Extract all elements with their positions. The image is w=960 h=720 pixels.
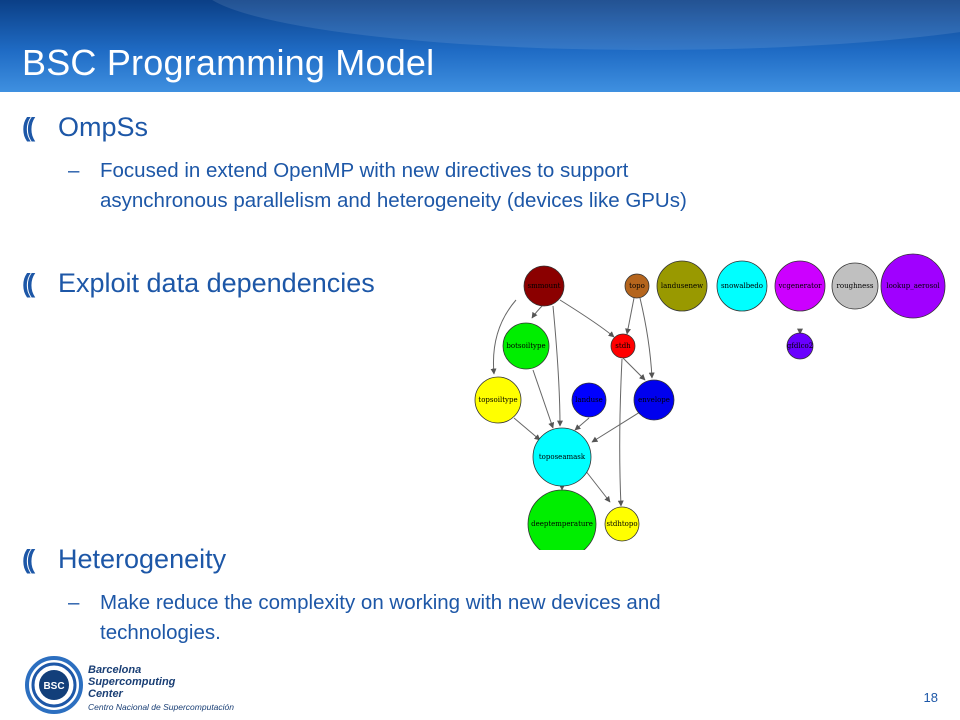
edge <box>622 357 646 381</box>
node-envelope: envelope <box>633 379 675 421</box>
logo-initials: BSC <box>43 681 64 692</box>
node-lookup-aerosol: lookup_aerosol <box>880 253 946 319</box>
node-botsoiltype: botsoiltype <box>502 322 550 370</box>
svg-text:lookup_aerosol: lookup_aerosol <box>886 282 940 290</box>
logo-ring-outer <box>25 656 83 714</box>
logo-line1: Barcelona <box>88 664 142 676</box>
svg-text:stdh: stdh <box>615 342 631 350</box>
svg-text:smmount: smmount <box>528 282 561 290</box>
svg-text:envelope: envelope <box>638 396 670 404</box>
svg-text:deeptemperature: deeptemperature <box>531 520 593 528</box>
bullet-heterogeneity: (( Heterogeneity <box>22 544 226 575</box>
node-gfdlco2: gfdlco2 <box>786 332 814 360</box>
sub-line: technologies. <box>100 621 221 644</box>
node-vcgenerator: vcgenerator <box>774 260 826 312</box>
sub-dash: – <box>68 159 80 182</box>
edge <box>532 369 555 429</box>
svg-text:roughness: roughness <box>837 282 874 290</box>
edge <box>584 469 611 503</box>
sub-line: asynchronous parallelism and heterogenei… <box>100 189 687 212</box>
bullet-mark: (( <box>22 268 35 298</box>
dependency-graph: smmount topo landusenew snowalbedo vcgen… <box>474 253 946 550</box>
node-topo: topo <box>624 273 650 299</box>
logo-text: Barcelona Supercomputing Center Centro N… <box>88 664 234 713</box>
page-number: 18 <box>923 690 938 705</box>
node-landusenew: landusenew <box>656 260 708 312</box>
bullet-ompss: (( OmpSs <box>22 112 148 143</box>
logo-ring-mid <box>31 662 77 708</box>
logo-line3: Center <box>88 688 123 700</box>
sub-line: Make reduce the complexity on working wi… <box>100 591 661 614</box>
svg-text:botsoiltype: botsoiltype <box>506 342 545 350</box>
edge <box>552 305 563 427</box>
sub-dash: – <box>68 591 80 614</box>
title-bar: BSC Programming Model <box>0 0 960 92</box>
logo-line4: Centro Nacional de Supercomputación <box>88 702 235 712</box>
subbullet-ompss: – Focused in extend OpenMP with new dire… <box>68 156 687 216</box>
node-toposeamask: toposeamask <box>532 427 592 487</box>
bullet-mark: (( <box>22 112 35 142</box>
subbullet-heterogeneity: – Make reduce the complexity on working … <box>68 588 661 648</box>
node-smmount: smmount <box>523 265 565 307</box>
graph-edges <box>490 297 803 507</box>
edge <box>559 299 615 338</box>
edge <box>617 358 624 507</box>
bullet-text: Exploit data dependencies <box>58 268 375 298</box>
bullet-mark: (( <box>22 544 35 574</box>
node-stdhtopo: stdhtopo <box>604 506 640 542</box>
node-stdh: stdh <box>610 333 636 359</box>
svg-text:landuse: landuse <box>575 396 603 404</box>
svg-text:toposeamask: toposeamask <box>539 453 586 461</box>
bullet-text: Heterogeneity <box>58 544 227 574</box>
bullet-text: OmpSs <box>58 112 149 142</box>
svg-text:landusenew: landusenew <box>661 282 703 290</box>
svg-text:stdhtopo: stdhtopo <box>606 520 637 528</box>
slide-title: BSC Programming Model <box>22 42 435 83</box>
svg-text:gfdlco2: gfdlco2 <box>787 342 813 350</box>
svg-text:snowalbedo: snowalbedo <box>721 282 763 290</box>
edge <box>639 297 655 379</box>
edge <box>625 297 635 335</box>
sub-line: Focused in extend OpenMP with new direct… <box>100 159 629 182</box>
node-deeptemperature: deeptemperature <box>527 489 597 550</box>
node-roughness: roughness <box>831 262 879 310</box>
node-topsoiltype: topsoiltype <box>474 376 522 424</box>
logo-line2: Supercomputing <box>88 676 176 688</box>
svg-text:topsoiltype: topsoiltype <box>478 396 517 404</box>
node-landuse: landuse <box>571 382 607 418</box>
edge <box>490 299 517 375</box>
svg-text:topo: topo <box>629 282 645 290</box>
logo-core <box>39 670 69 700</box>
svg-text:vcgenerator: vcgenerator <box>777 282 822 290</box>
bsc-logo: BSC <box>25 656 83 714</box>
edge <box>574 417 590 431</box>
edge <box>591 411 641 443</box>
edge <box>513 417 541 441</box>
graph-nodes: smmount topo landusenew snowalbedo vcgen… <box>474 253 946 550</box>
node-snowalbedo: snowalbedo <box>716 260 768 312</box>
bullet-data-dependencies: (( Exploit data dependencies <box>22 268 375 299</box>
